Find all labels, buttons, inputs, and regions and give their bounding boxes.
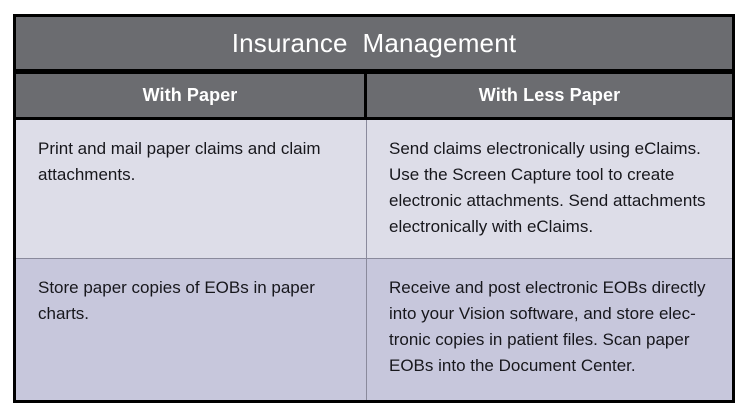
cell-text: Receive and post electronic EOBs directl… [389,278,706,375]
cell-with-less-paper-row-2: Receive and post electronic EOBs directl… [367,259,732,400]
cell-with-less-paper-row-1: Send claims electronically using eClaims… [367,120,732,258]
table-title: Insurance Management [16,17,732,74]
table-row: Print and mail paper claims and claim at… [16,120,732,259]
table-row: Store paper copies of EOBs in paper char… [16,259,732,400]
table-column-header-row: With Paper With Less Paper [16,74,732,120]
cell-with-paper-row-1: Print and mail paper claims and claim at… [16,120,367,258]
insurance-management-table: Insurance Management With Paper With Les… [13,14,735,403]
cell-text: Send claims electronically using eClaims… [389,139,706,236]
column-header-with-paper: With Paper [16,74,367,117]
cell-with-paper-row-2: Store paper copies of EOBs in paper char… [16,259,367,400]
column-header-with-less-paper: With Less Paper [478,85,621,105]
cell-text: Store paper copies of EOBs in paper char… [38,278,315,323]
cell-text: Print and mail paper claims and claim at… [38,139,321,184]
